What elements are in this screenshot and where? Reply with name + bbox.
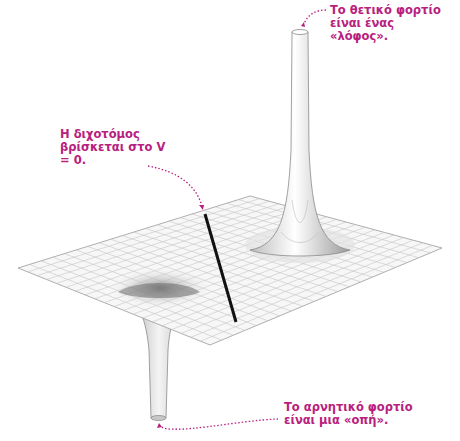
annotation-label: Η διχοτόμος βρίσκεται στο V = 0. [60, 128, 172, 168]
dip-shading [105, 266, 215, 310]
grid [28, 199, 433, 342]
annotation-label: Το αρνητικό φορτίο είναι μια «οπή». [284, 401, 444, 427]
hill [250, 32, 350, 256]
hill-top [292, 30, 308, 35]
hole-bottom [151, 416, 166, 421]
plane [18, 196, 442, 345]
leader-line [160, 419, 278, 429]
leader-line [304, 10, 326, 24]
bisector-line [205, 214, 236, 322]
annotation-label: Το θετικό φορτίο είναι ένας «λόφος». [330, 4, 454, 44]
hole-mouth [118, 283, 200, 298]
leader-line [148, 166, 202, 206]
